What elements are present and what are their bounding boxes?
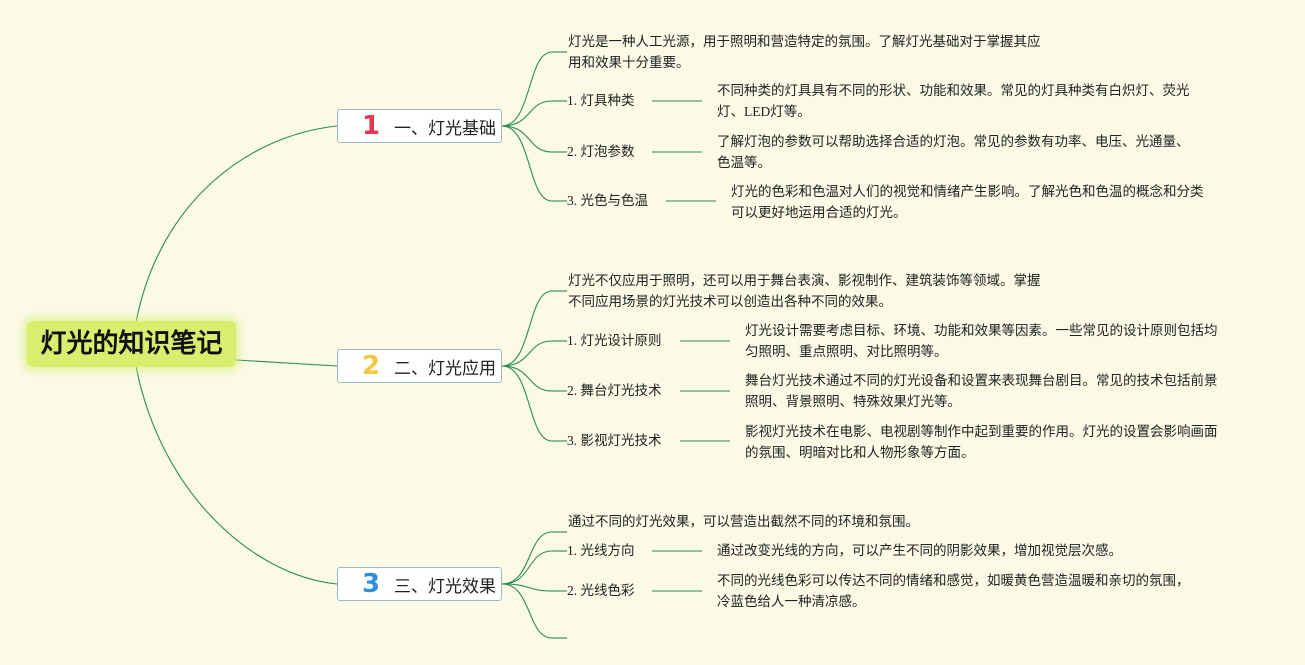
- item-description: 舞台灯光技术通过不同的灯光设备和设置来表现舞台剧目。常见的技术包括前景 照明、背…: [745, 373, 1218, 409]
- branch-title: 三、灯光效果: [394, 576, 496, 597]
- branch-title: 二、灯光应用: [394, 358, 496, 379]
- item-description: 灯光的色彩和色温对人们的视觉和情绪产生影响。了解光色和色温的概念和分类 可以更好…: [731, 184, 1204, 220]
- branch-3-intro: 通过不同的灯光效果，可以营造出截然不同的环境和氛围。: [568, 514, 919, 529]
- branch-1-intro: 灯光是一种人工光源，用于照明和营造特定的氛围。了解灯光基础对于掌握其应 用和效果…: [568, 34, 1041, 70]
- item-label[interactable]: 1. 灯光设计原则: [567, 333, 662, 348]
- branch3-fan-1: [501, 550, 553, 585]
- number-2-icon: 2: [361, 351, 381, 381]
- branch1-fan-3: [501, 125, 553, 202]
- item-label[interactable]: 3. 光色与色温: [567, 193, 648, 208]
- root-topic[interactable]: 灯光的知识笔记: [27, 321, 236, 367]
- item-label[interactable]: 1. 光线方向: [567, 543, 635, 558]
- item-description: 了解灯泡的参数可以帮助选择合适的灯泡。常见的参数有功率、电压、光通量、 色温等。: [717, 134, 1190, 170]
- branch3-fan-0: [501, 531, 553, 585]
- item-label[interactable]: 2. 光线色彩: [567, 583, 635, 598]
- item-label[interactable]: 3. 影视灯光技术: [567, 433, 662, 448]
- root-connector-3: [135, 365, 338, 585]
- branch3-fan-2: [501, 583, 553, 592]
- root-connector-1: [135, 125, 338, 323]
- item-description: 影视灯光技术在电影、电视剧等制作中起到重要的作用。灯光的设置会影响画面 的氛围、…: [745, 424, 1218, 460]
- branch2-fan-0: [501, 290, 553, 367]
- item-description: 不同种类的灯具具有不同的形状、功能和效果。常见的灯具种类有白炽灯、荧光 灯、LE…: [717, 83, 1190, 119]
- branch-2-intro: 灯光不仅应用于照明，还可以用于舞台表演、影视制作、建筑装饰等领域。掌握 不同应用…: [568, 273, 1041, 309]
- item-label[interactable]: 1. 灯具种类: [567, 93, 635, 108]
- branch1-fan-0: [501, 51, 553, 127]
- branch2-fan-2: [501, 365, 553, 392]
- branch-topic-3[interactable]: 3 三、灯光效果: [337, 567, 502, 601]
- item-description: 通过改变光线的方向，可以产生不同的阴影效果，增加视觉层次感。: [717, 543, 1122, 558]
- branch3-fan-3: [501, 583, 553, 639]
- branch-title: 一、灯光基础: [394, 118, 496, 139]
- item-label[interactable]: 2. 灯泡参数: [567, 144, 635, 159]
- branch-topic-1[interactable]: 1 一、灯光基础: [337, 109, 502, 143]
- number-1-icon: 1: [361, 111, 381, 141]
- branch2-fan-1: [501, 340, 553, 367]
- branch1-fan-2: [501, 125, 553, 153]
- branch-topic-2[interactable]: 2 二、灯光应用: [337, 349, 502, 383]
- root-connector-2: [235, 359, 338, 367]
- branch2-fan-3: [501, 365, 553, 442]
- branch1-fan-1: [501, 100, 553, 127]
- number-3-icon: 3: [361, 569, 381, 599]
- item-label[interactable]: 2. 舞台灯光技术: [567, 383, 662, 398]
- item-description: 不同的光线色彩可以传达不同的情绪和感觉，如暖黄色营造温暖和亲切的氛围， 冷蓝色给…: [717, 573, 1190, 609]
- item-description: 灯光设计需要考虑目标、环境、功能和效果等因素。一些常见的设计原则包括均 匀照明、…: [745, 323, 1218, 359]
